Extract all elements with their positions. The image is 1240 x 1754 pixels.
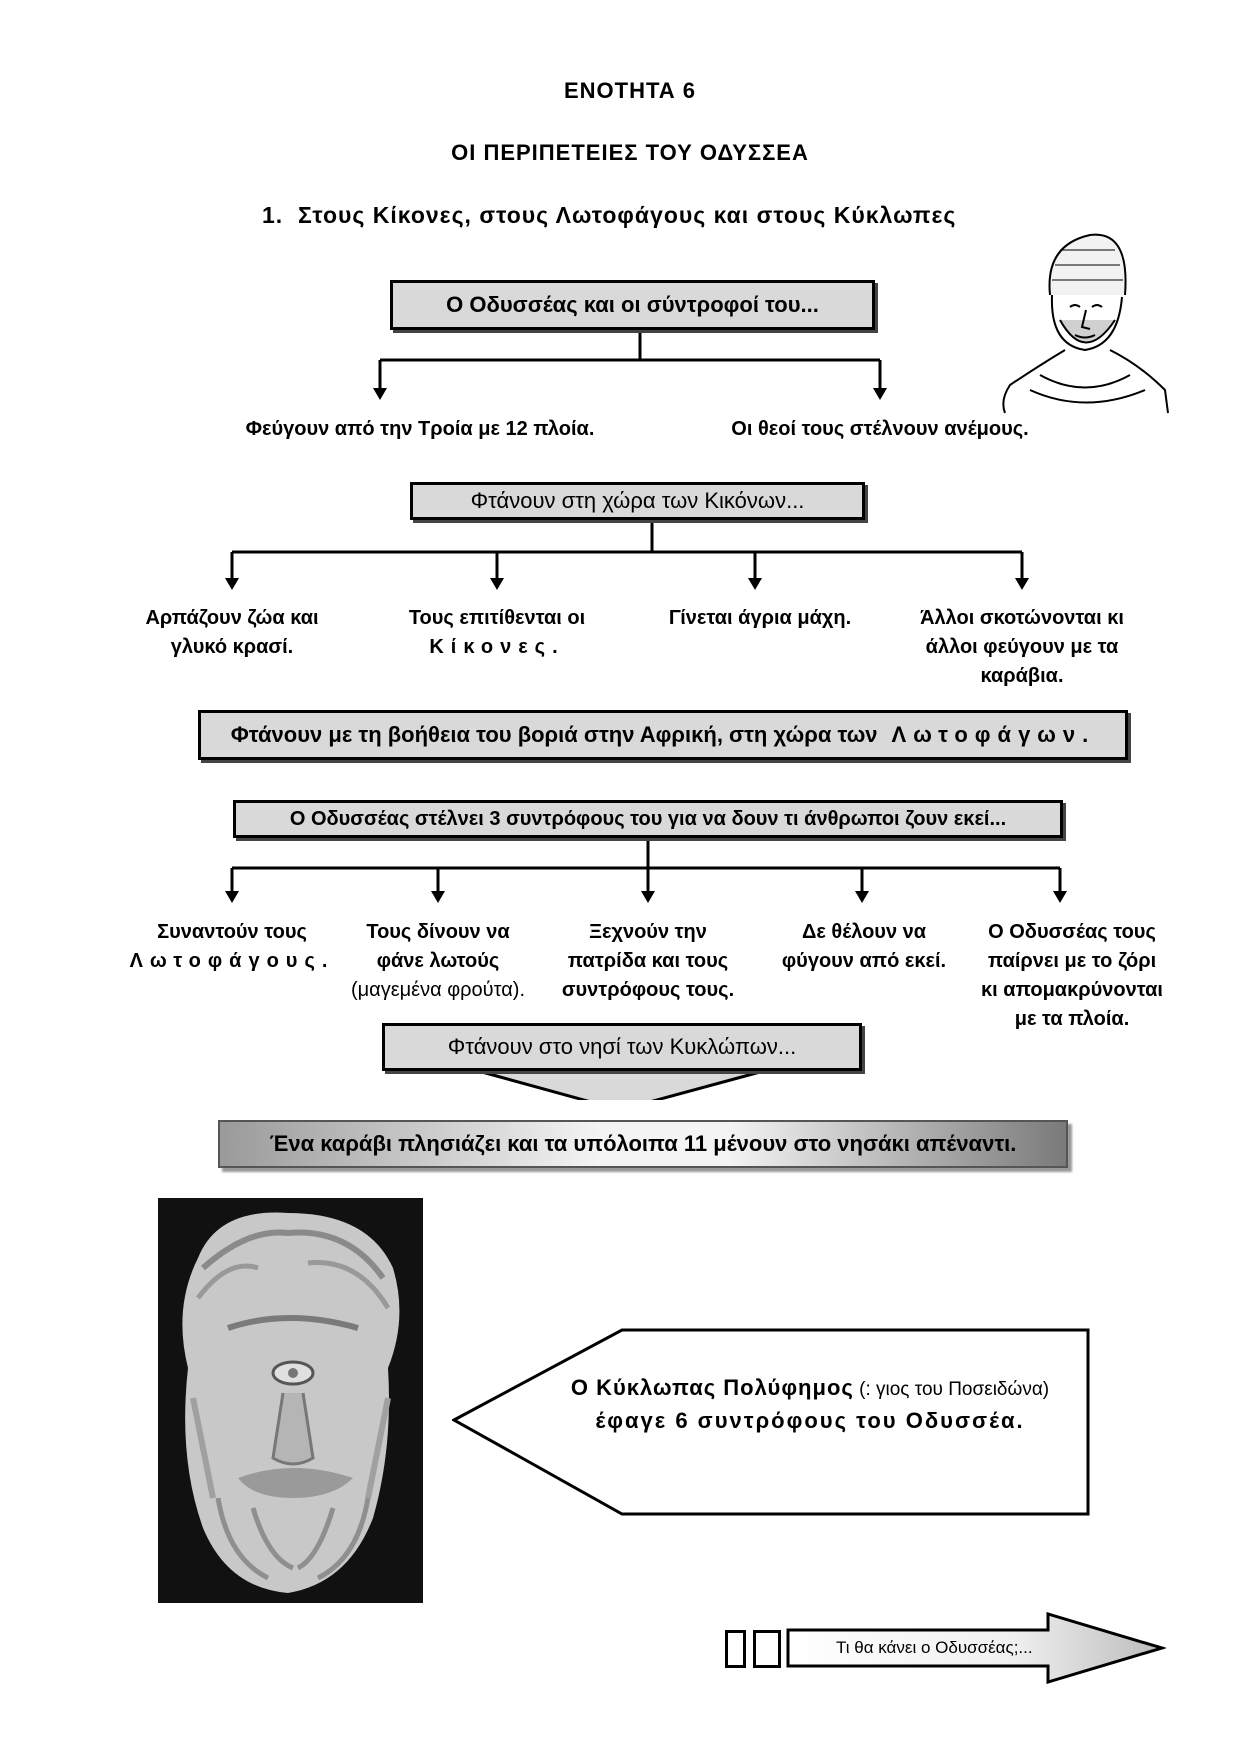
callout-ate-six: έφαγε 6 συντρόφους του Οδυσσέα. — [595, 1408, 1025, 1433]
flow-node-forget-homeland-line1: Ξεχνούν την — [589, 921, 707, 943]
flow-node-forget-homeland: Ξεχνούν την πατρίδα και τους συντρόφους … — [548, 918, 748, 1005]
flow-node-forget-homeland-line3: συντρόφους τους. — [561, 979, 735, 1001]
flow-node-give-lotus-line3: (μαγεμένα φρούτα). — [350, 979, 526, 1001]
flow-node-meet-lotophagi: Συναντούν τους Λωτοφάγους. — [122, 918, 342, 976]
flow-node-gods-winds-text: Οι θεοί τους στέλνουν ανέμους. — [731, 418, 1029, 440]
flow-node-meet-lotophagi-line1: Συναντούν τους — [157, 921, 307, 943]
nav-square-2[interactable] — [753, 1630, 781, 1668]
flow-node-taken-by-force-line3: κι απομακρύνονται — [981, 979, 1163, 1001]
nav-square-1[interactable] — [725, 1630, 746, 1668]
flow-box-cyclopes: Φτάνουν στο νησί των Κυκλώπων... — [382, 1023, 862, 1071]
flow-node-killed-or-flee: Άλλοι σκοτώνονται κι άλλοι φεύγουν με τα… — [902, 604, 1142, 691]
flow-node-dont-want-leave-line2: φύγουν από εκεί. — [781, 950, 947, 972]
callout-text: Ο Κύκλωπας Πολύφημος (: γιος του Ποσειδώ… — [560, 1372, 1060, 1436]
flow-box-send-companions-text: Ο Οδυσσέας στέλνει 3 συντρόφους του για … — [289, 807, 1007, 830]
flow-connectors — [225, 330, 1067, 1100]
flow-node-killed-or-flee-line3: καράβια. — [980, 665, 1064, 687]
flow-node-give-lotus-line1: Τους δίνουν να — [366, 921, 510, 943]
flow-node-taken-by-force-line1: Ο Οδυσσέας τους — [988, 921, 1156, 943]
flow-node-forget-homeland-line2: πατρίδα και τους — [567, 950, 729, 972]
flow-box-kikones-text: Φτάνουν στη χώρα των Κικόνων... — [470, 488, 805, 513]
flow-node-kikones-attack-line2: Κίκονες. — [429, 636, 565, 658]
flow-node-leave-troy: Φεύγουν από την Τροία με 12 πλοία. — [220, 415, 620, 444]
flow-box-one-ship: Ένα καράβι πλησιάζει και τα υπόλοιπα 11 … — [218, 1120, 1068, 1168]
flow-node-killed-or-flee-line2: άλλοι φεύγουν με τα — [925, 636, 1119, 658]
flow-node-kikones-attack-line1: Τους επιτίθενται οι — [408, 607, 586, 629]
flow-box-send-companions: Ο Οδυσσέας στέλνει 3 συντρόφους του για … — [233, 800, 1063, 838]
flow-node-fierce-battle-line1: Γίνεται άγρια μάχη. — [668, 607, 852, 629]
flow-node-seize-animals-line2: γλυκό κρασί. — [170, 636, 294, 658]
flow-box-lotophagi-word: Λωτοφάγων. — [891, 722, 1096, 747]
unit-title: ΕΝΟΤΗΤΑ 6 — [563, 78, 697, 103]
flow-node-dont-want-leave-line1: Δε θέλουν να — [801, 921, 927, 943]
flow-box-one-ship-text: Ένα καράβι πλησιάζει και τα υπόλοιπα 11 … — [269, 1131, 1017, 1156]
flow-box-lotophagi-text: Φτάνουν με τη βοήθεια του βοριά στην Αφρ… — [230, 722, 878, 747]
flow-node-kikones-attack: Τους επιτίθενται οι Κίκονες. — [397, 604, 597, 662]
flow-node-taken-by-force: Ο Οδυσσέας τους παίρνει με το ζόρι κι απ… — [972, 918, 1172, 1034]
flow-node-fierce-battle: Γίνεται άγρια μάχη. — [660, 604, 860, 633]
flow-node-seize-animals-line1: Αρπάζουν ζώα και — [145, 607, 319, 629]
flow-node-taken-by-force-line2: παίρνει με το ζόρι — [987, 950, 1157, 972]
next-arrow-label[interactable]: Τι θα κάνει ο Οδυσσέας;... — [836, 1638, 1033, 1657]
main-title: ΟΙ ΠΕΡΙΠΕΤΕΙΕΣ ΤΟΥ ΟΔΥΣΣΕΑ — [451, 140, 809, 165]
flow-node-give-lotus: Τους δίνουν να φάνε λωτούς (μαγεμένα φρο… — [338, 918, 538, 1005]
flow-node-killed-or-flee-line1: Άλλοι σκοτώνονται κι — [920, 607, 1124, 629]
flow-box-start: Ο Οδυσσέας και οι σύντροφοί του... — [390, 280, 875, 330]
flow-node-give-lotus-line2: φάνε λωτούς — [376, 950, 500, 972]
section-title: 1. Στους Κίκονες, στους Λωτοφάγους και σ… — [262, 202, 957, 228]
flow-box-lotophagi: Φτάνουν με τη βοήθεια του βοριά στην Αφρ… — [198, 710, 1128, 760]
flow-node-seize-animals: Αρπάζουν ζώα και γλυκό κρασί. — [132, 604, 332, 662]
odysseus-portrait — [1002, 233, 1169, 414]
callout-son-of-poseidon: (: γιος του Ποσειδώνα) — [853, 1379, 1050, 1400]
callout-polyphemus: Ο Κύκλωπας Πολύφημος — [570, 1375, 854, 1400]
flow-box-cyclopes-text: Φτάνουν στο νησί των Κυκλώπων... — [447, 1034, 797, 1059]
flow-node-gods-winds: Οι θεοί τους στέλνουν ανέμους. — [700, 415, 1060, 444]
flow-node-dont-want-leave: Δε θέλουν να φύγουν από εκεί. — [764, 918, 964, 976]
flow-node-taken-by-force-line4: με τα πλοία. — [1014, 1008, 1130, 1030]
next-arrow-shape[interactable] — [786, 1612, 1166, 1684]
flow-box-kikones: Φτάνουν στη χώρα των Κικόνων... — [410, 482, 865, 520]
polyphemus-sculpture — [158, 1198, 423, 1603]
callout-shape — [452, 1328, 1090, 1516]
flow-box-start-text: Ο Οδυσσέας και οι σύντροφοί του... — [446, 292, 819, 317]
flow-node-meet-lotophagi-line2: Λωτοφάγους. — [129, 950, 335, 972]
flow-node-leave-troy-text: Φεύγουν από την Τροία με 12 πλοία. — [245, 418, 595, 440]
